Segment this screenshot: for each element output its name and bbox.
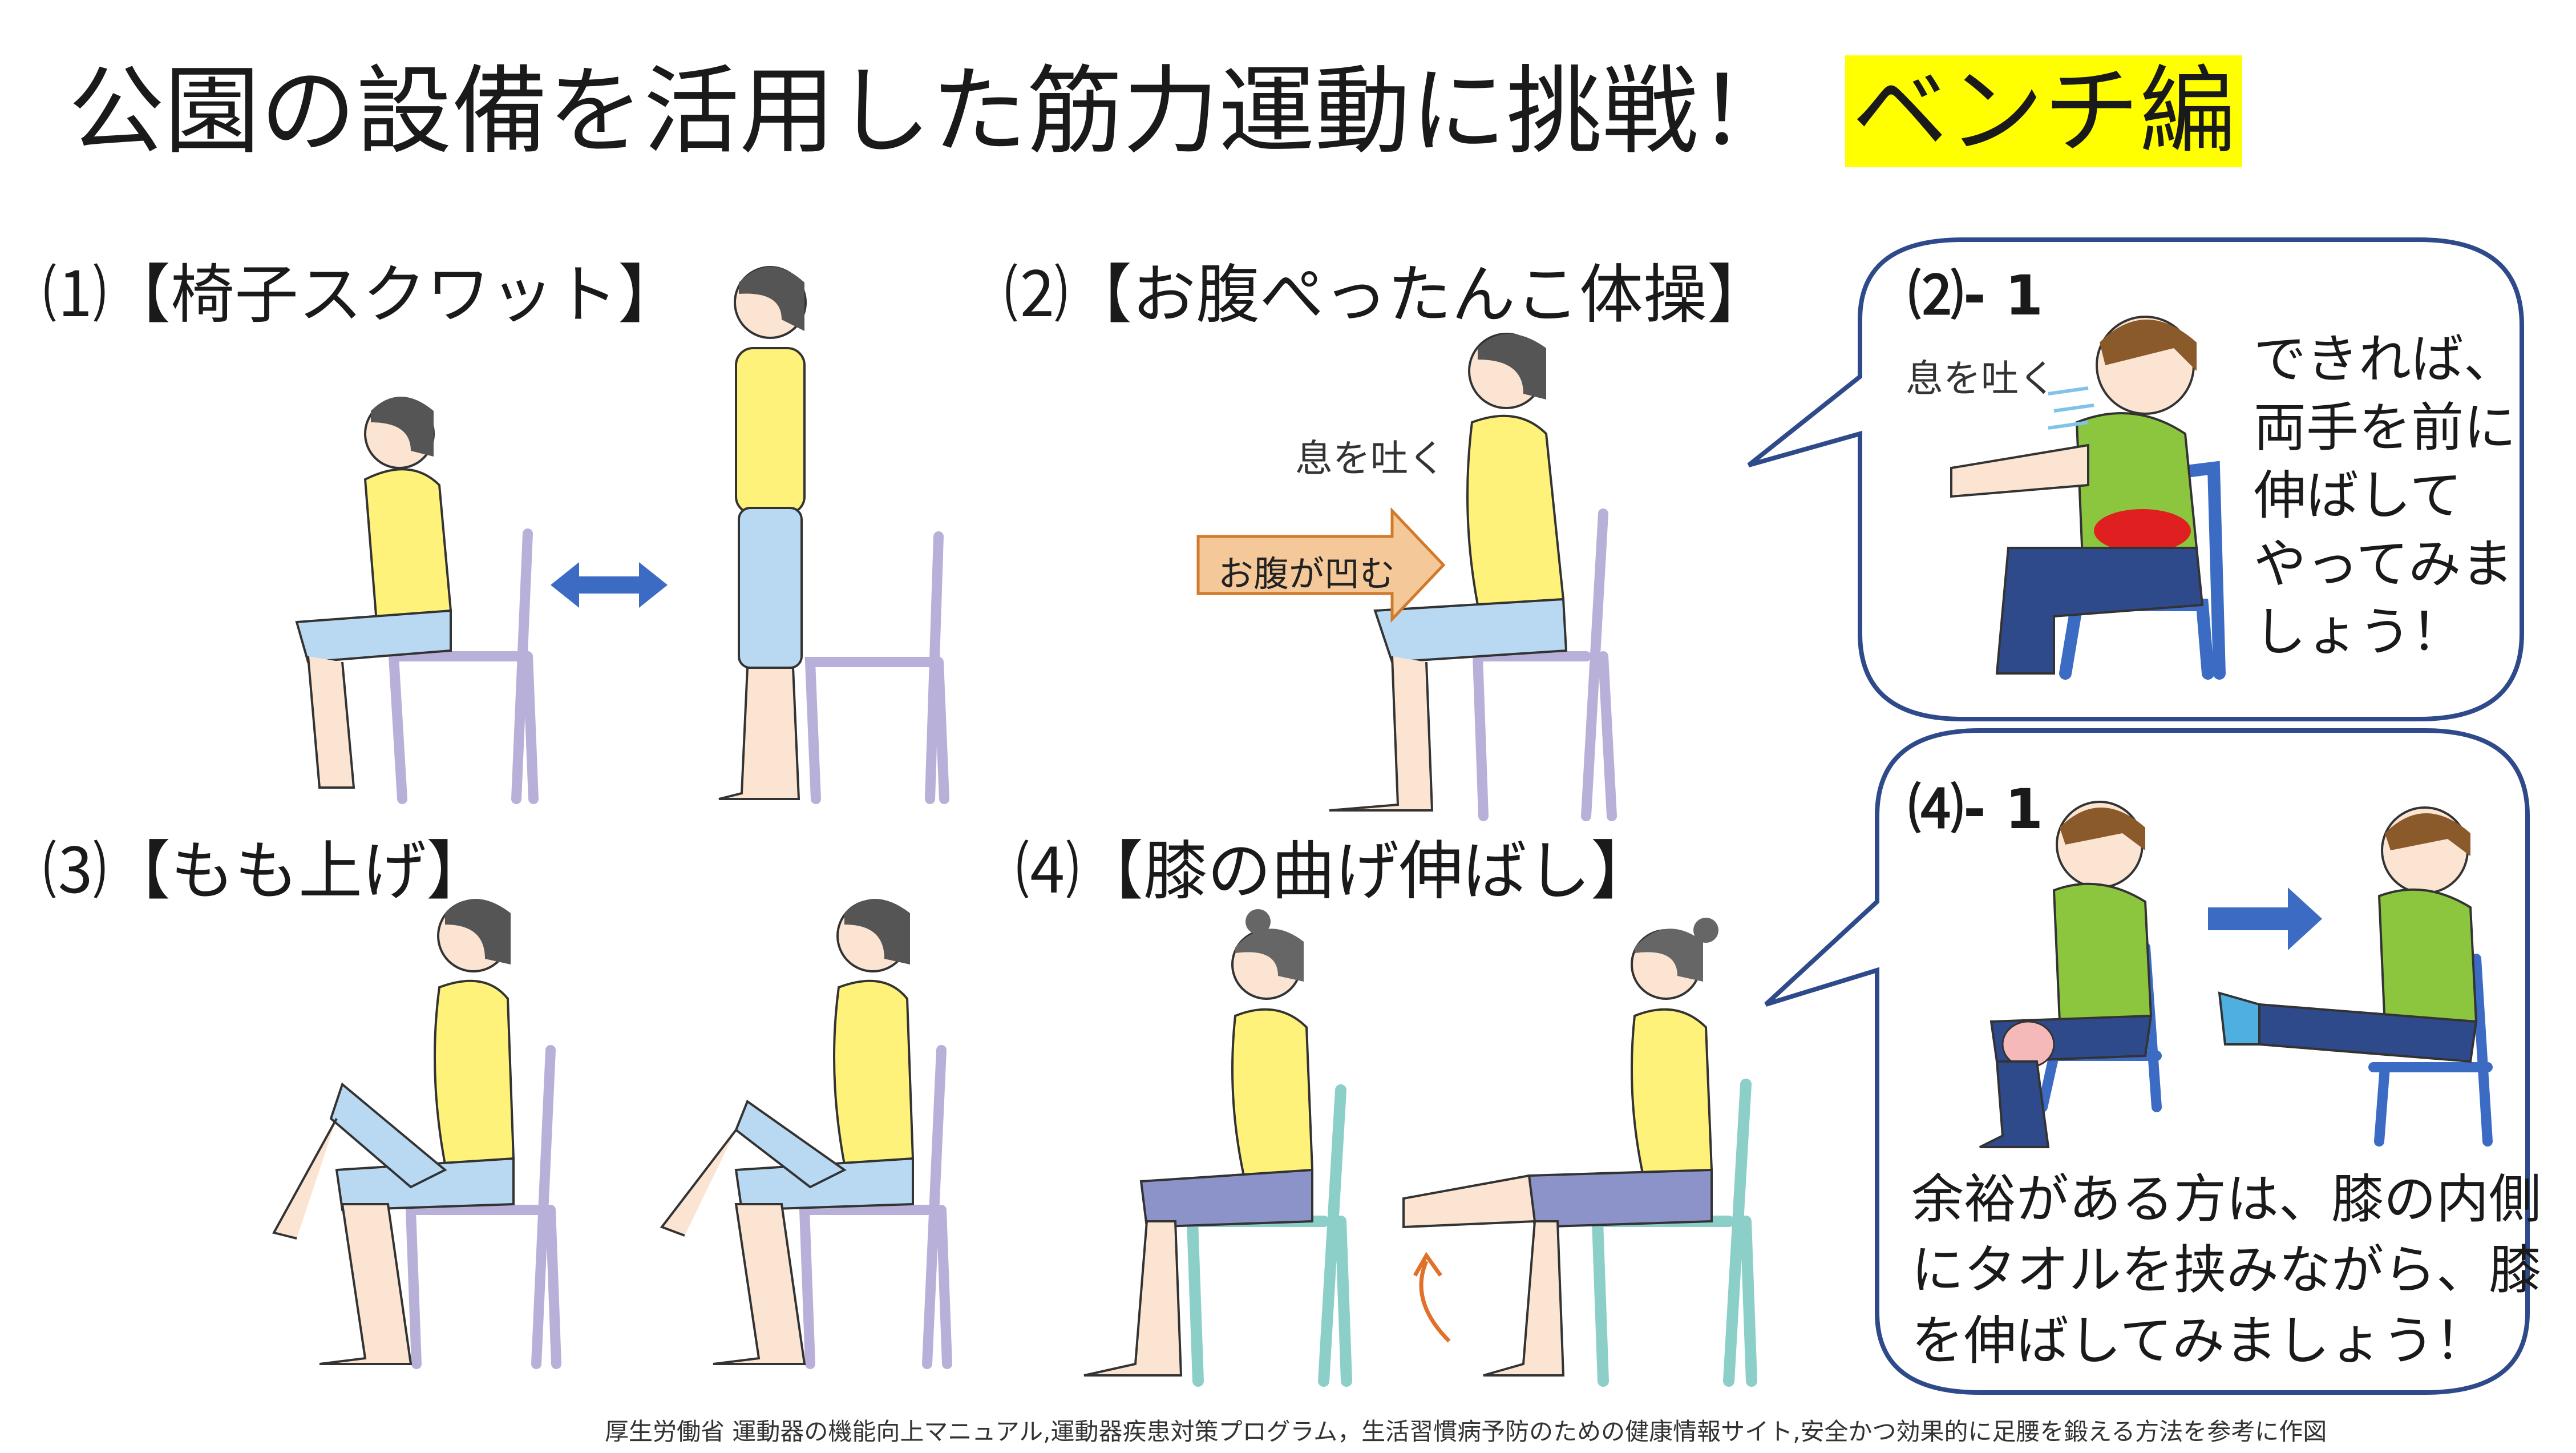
bubble2-text-line: を伸ばしてみましょう！ (1911, 1310, 2488, 1372)
bubble1-text-line: できれば、 (2254, 329, 2517, 390)
bubble1-text-line: しょう！ (2254, 602, 2464, 663)
squat-sitting-figure (295, 397, 539, 804)
thigh-lift-figure-2 (660, 899, 952, 1369)
s2-exhale-label: 息を吐く (1295, 437, 1446, 481)
squat-standing-figure (718, 266, 949, 804)
squat-double-arrow-icon (551, 562, 668, 608)
speech-bubble-2 (1764, 728, 2530, 1395)
source-footnote: 厚生労働省 運動器の機能向上マニュアル,運動器疾患対策プログラム，生活習慣病予防… (605, 1418, 2327, 1446)
knee-stretch-figure (1402, 918, 1757, 1387)
bubble2-text-line: にタオルを挟みながら、膝 (1911, 1240, 2542, 1301)
title-highlight: ベンチ編 (1845, 55, 2242, 167)
title-main: 公園の設備を活用した筋力運動に挑戦！ (68, 55, 1794, 167)
knee-bend-figure (1083, 909, 1352, 1387)
bubble2-text-line: 余裕がある方は、膝の内側 (1911, 1169, 2542, 1230)
bubble2-leg-stretch-figure (2218, 806, 2493, 1147)
bubble1-arms-forward-figure (1950, 316, 2226, 680)
breath-lines-icon (2048, 386, 2094, 430)
bubble2-text: 余裕がある方は、膝の内側 にタオルを挟みながら、膝 を伸ばしてみましょう！ (1911, 1164, 2541, 1377)
section-1-heading: ⑴【椅子スクワット】 (43, 258, 682, 332)
bubble1-text-line: やってみま (2254, 533, 2514, 595)
section-3-heading: ⑶【もも上げ】 (43, 834, 490, 909)
bubble2-label: ⑷- 1 (1908, 777, 2044, 841)
bubble1-label: ⑵- 1 (1908, 264, 2044, 328)
bubble1-exhale-label: 息を吐く (1906, 357, 2056, 401)
bubble1-text-line: 両手を前に (2254, 397, 2517, 458)
belly-exercise-figure (1329, 333, 1617, 821)
bubble1-text-line: 伸ばして (2254, 465, 2462, 527)
knee-lift-arrow-icon (1419, 1260, 1451, 1343)
page-title: 公園の設備を活用した筋力運動に挑戦！ ベンチ編 (68, 51, 2242, 171)
bubble1-text: できれば、 両手を前に 伸ばして やってみま しょう！ (2254, 325, 2516, 667)
thigh-lift-figure-1 (272, 899, 561, 1369)
section-2-heading: ⑵【お腹ぺったんこ体操】 (1004, 258, 1771, 332)
s2-belly-label: お腹が凹む (1218, 553, 1396, 595)
bubble2-right-arrow-icon (2208, 887, 2322, 950)
belly-arrow-icon (1196, 507, 1446, 623)
section-4-heading: ⑷【膝の曲げ伸ばし】 (1016, 834, 1655, 909)
bubble2-towel-figure (1979, 801, 2162, 1148)
